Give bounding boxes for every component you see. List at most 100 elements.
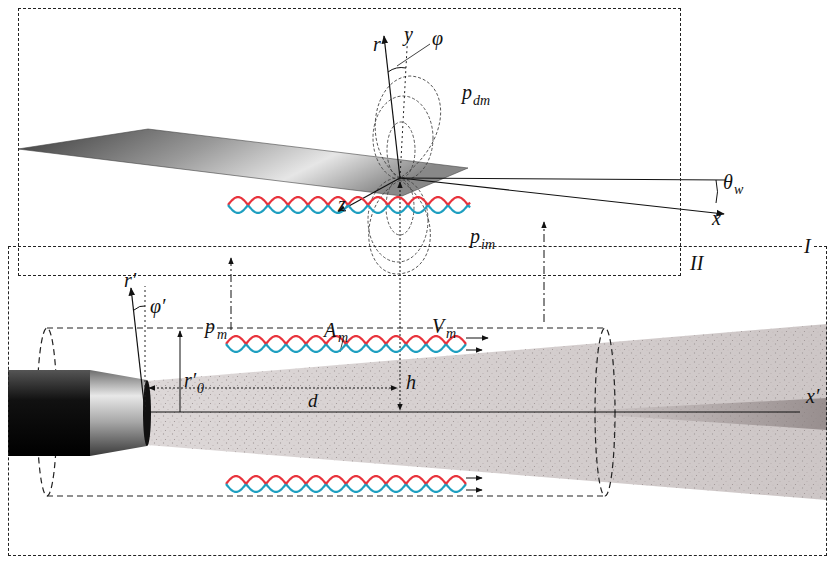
pressure-wave [446,476,466,484]
pressure-wave [266,476,286,484]
wave-group [226,197,470,492]
region-label: I [802,236,813,256]
pressure-wave [448,197,468,205]
pressure-wave [406,336,426,344]
pressure-wave [346,336,366,344]
velocity-arrow [466,338,488,339]
pressure-wave [446,344,466,352]
pressure-wave [366,344,386,352]
symbol-label: d [308,391,318,410]
pressure-wave [386,476,406,484]
pressure-wave [426,484,446,492]
pressure-wave [346,484,366,492]
region-frame: I [8,246,827,556]
subscript-label: im [481,238,495,252]
pressure-wave [386,336,406,344]
pressure-wave [426,476,446,484]
pressure-wave [346,344,366,352]
subscript-label: 0 [197,382,204,396]
pressure-wave [308,205,328,213]
symbol-label: p [205,316,215,336]
pressure-wave [246,476,266,484]
projection-arrow [544,222,545,322]
pressure-wave [366,476,386,484]
symbol-label: A [324,320,336,340]
symbol-label: y [404,24,413,44]
vertical-reference [145,286,146,412]
pressure-wave [288,205,308,213]
r-axis [384,36,400,178]
pressure-wave [246,336,266,344]
pressure-wave [346,476,366,484]
jet-core [560,398,827,430]
region-frame: II [18,8,681,276]
pressure-wave [368,205,388,213]
pressure-wave [448,205,468,213]
flow-arrow [466,478,482,479]
r0-dimension [180,331,181,412]
projection-arrow [231,258,232,330]
pressure-wave [226,476,246,484]
phi-prime-arc [134,306,145,310]
pressure-wave [308,197,328,205]
pressure-wave [266,344,286,352]
subscript-label: m [338,331,348,345]
pressure-wave [286,336,306,344]
symbol-label: p [462,82,472,102]
directivity-lobes [368,76,441,274]
pressure-wave [408,197,428,205]
plate-angle-line [400,178,726,180]
pressure-wave [288,197,308,205]
pressure-wave [248,197,268,205]
pressure-wave [408,205,428,213]
pressure-wave [386,344,406,352]
pressure-wave [266,336,286,344]
pressure-wave [386,484,406,492]
symbol-label: p [470,226,480,246]
theta-arc [716,180,718,203]
h-dimension [400,182,401,410]
flow-arrow [466,350,482,351]
symbol-label: z [338,194,346,214]
pressure-wave [368,197,388,205]
nozzle-exit [143,380,151,446]
y-axis [400,30,408,178]
pressure-wave [266,484,286,492]
jet-texture [147,324,827,500]
pressure-wave [326,476,346,484]
pressure-wave [388,197,408,205]
pressure-wave [348,205,368,213]
pressure-wave [286,476,306,484]
phi-leader [397,44,430,66]
pressure-wave [468,205,470,207]
pressure-wave [226,344,246,352]
symbol-label: x [712,208,721,228]
symbol-label: x′ [806,386,819,406]
jet-plume [147,324,827,500]
pressure-wave [428,197,448,205]
subscript-label: m [217,328,227,342]
subscript-label: w [734,183,743,197]
pressure-wave [246,484,266,492]
pressure-wave [406,476,426,484]
r-prime-axis [131,288,145,412]
pressure-wave [388,205,408,213]
pressure-wave [286,344,306,352]
pressure-wave [446,484,466,492]
subscript-label: m [446,327,456,341]
pressure-wave [248,205,268,213]
symbol-label: h [406,372,416,392]
pressure-wave [326,484,346,492]
subscript-label: dm [473,94,490,108]
pressure-wave [286,484,306,492]
region-label: II [688,253,705,273]
pressure-wave [366,484,386,492]
flow-arrow [466,490,482,491]
jet-axis [147,412,800,413]
symbol-label: θ [723,172,733,192]
pressure-wave [306,476,326,484]
pressure-wave [348,197,368,205]
pressure-wave [226,484,246,492]
pressure-wave [426,336,446,344]
